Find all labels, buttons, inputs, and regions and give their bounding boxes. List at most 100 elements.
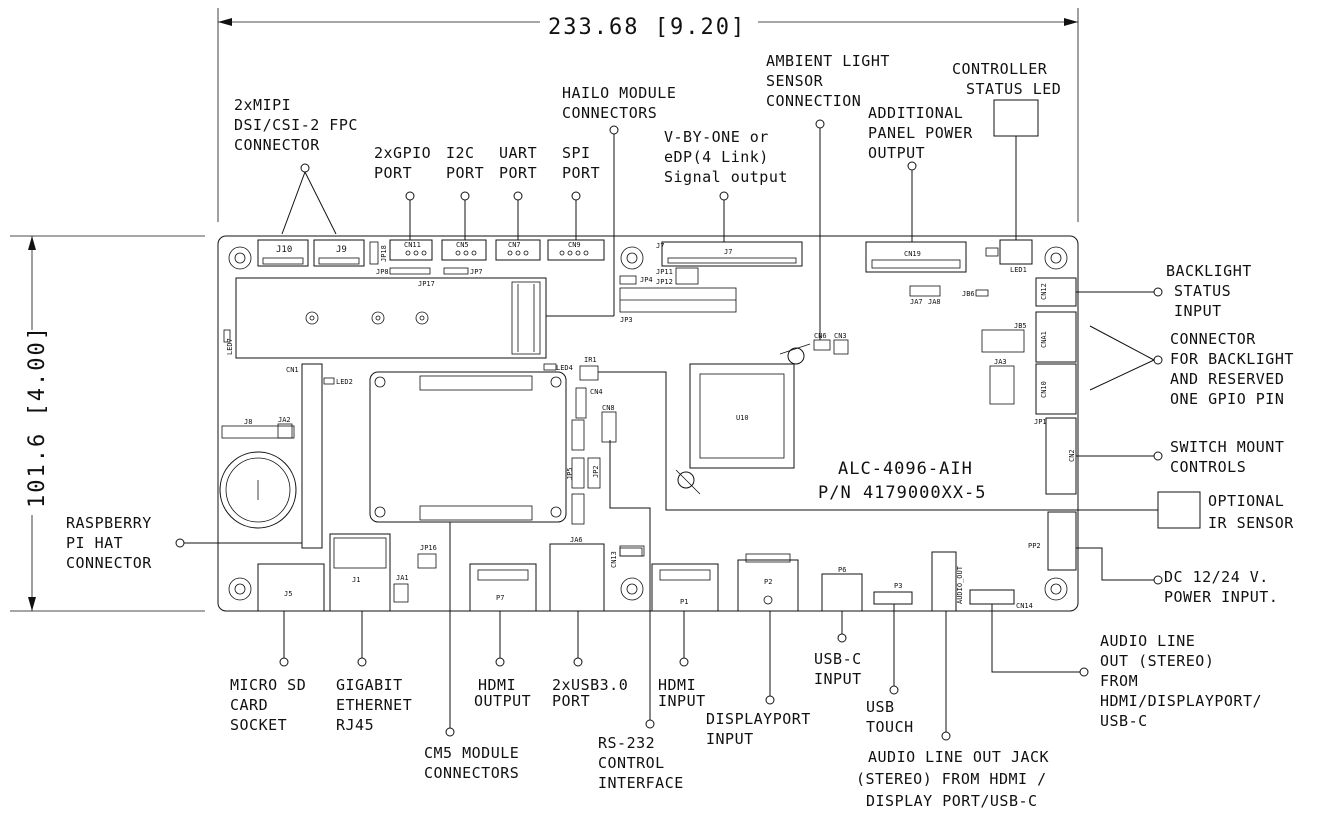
svg-text:DISPLAYPORT: DISPLAYPORT xyxy=(706,710,811,728)
svg-text:JP3: JP3 xyxy=(620,316,633,324)
svg-text:ADDITIONAL: ADDITIONAL xyxy=(868,104,963,122)
svg-text:P7: P7 xyxy=(496,594,504,602)
width-dimension-label: 233.68 [9.20] xyxy=(548,15,746,40)
svg-text:IR1: IR1 xyxy=(584,356,597,364)
misc-small-parts: LED4 IR1 CN4 CN8 JP5 JP2 CN13 JP16 xyxy=(417,356,645,569)
led1-status-led: LED1 xyxy=(985,239,1033,274)
callout-hailo: HAILO MODULE CONNECTORS xyxy=(562,84,676,122)
svg-text:ETHERNET: ETHERNET xyxy=(336,696,412,714)
callout-hdmi-out: HDMI OUTPUT xyxy=(474,676,531,710)
svg-text:J7: J7 xyxy=(724,248,732,256)
svg-text:JP11: JP11 xyxy=(656,268,673,276)
cn2-switch-connector: JP1 CN2 xyxy=(1034,417,1077,495)
svg-text:AUDIO_OUT: AUDIO_OUT xyxy=(956,565,964,604)
pp2-power-connector: PP2 xyxy=(1028,511,1077,571)
board-model: ALC-4096-AIH xyxy=(838,459,973,479)
svg-text:CM5 MODULE: CM5 MODULE xyxy=(424,744,519,762)
svg-text:INTERFACE: INTERFACE xyxy=(598,774,684,792)
svg-text:JP5: JP5 xyxy=(566,467,574,480)
svg-text:P3: P3 xyxy=(894,582,902,590)
width-dimension: 233.68 [9.20] xyxy=(217,8,1079,222)
svg-text:AUDIO LINE OUT JACK: AUDIO LINE OUT JACK xyxy=(868,748,1049,766)
svg-text:ONE GPIO PIN: ONE GPIO PIN xyxy=(1170,390,1284,408)
svg-text:LED4: LED4 xyxy=(556,364,573,372)
callout-audio-line-out: AUDIO LINE OUT (STEREO) FROM HDMI/DISPLA… xyxy=(1100,632,1262,730)
svg-text:CN11: CN11 xyxy=(404,241,421,249)
svg-text:JP4: JP4 xyxy=(640,276,653,284)
svg-text:DC 12/24 V.: DC 12/24 V. xyxy=(1164,568,1269,586)
svg-text:P6: P6 xyxy=(838,566,846,574)
callout-vbyone: V-BY-ONE or eDP(4 Link) Signal output xyxy=(664,128,787,186)
svg-text:HDMI/DISPLAYPORT/: HDMI/DISPLAYPORT/ xyxy=(1100,692,1262,710)
svg-text:2xMIPI: 2xMIPI xyxy=(234,96,291,114)
svg-text:V-BY-ONE or: V-BY-ONE or xyxy=(664,128,769,146)
svg-text:CONNECTORS: CONNECTORS xyxy=(562,104,657,122)
svg-text:JP7: JP7 xyxy=(470,268,483,276)
svg-text:HAILO MODULE: HAILO MODULE xyxy=(562,84,676,102)
height-dimension-label: 101.6 [4.00] xyxy=(25,325,50,508)
j7-connector: J7 J7 xyxy=(656,241,803,267)
svg-text:LED1: LED1 xyxy=(1010,266,1027,274)
cn10-connector: CN10 xyxy=(1035,363,1077,415)
j9-connector: J9 xyxy=(313,239,365,267)
svg-text:JP18: JP18 xyxy=(380,245,388,262)
callout-i2c: I2C PORT xyxy=(446,144,484,182)
svg-text:CN4: CN4 xyxy=(590,388,603,396)
svg-text:2xGPIO: 2xGPIO xyxy=(374,144,431,162)
svg-text:P2: P2 xyxy=(764,578,772,586)
svg-text:CONNECTOR: CONNECTOR xyxy=(1170,330,1256,348)
svg-text:CN7: CN7 xyxy=(508,241,521,249)
svg-text:CN13: CN13 xyxy=(610,551,618,568)
svg-text:J7: J7 xyxy=(656,242,664,250)
svg-text:I2C: I2C xyxy=(446,144,475,162)
svg-text:CN2: CN2 xyxy=(1068,449,1076,462)
svg-text:OUT (STEREO): OUT (STEREO) xyxy=(1100,652,1214,670)
svg-text:SWITCH MOUNT: SWITCH MOUNT xyxy=(1170,438,1284,456)
svg-text:J10: J10 xyxy=(276,245,292,255)
jb5-ja3-jumpers: JB5 JA3 xyxy=(981,322,1027,405)
svg-text:JP12: JP12 xyxy=(656,278,673,286)
svg-text:PANEL POWER: PANEL POWER xyxy=(868,124,973,142)
svg-text:STATUS: STATUS xyxy=(1174,282,1231,300)
svg-text:P1: P1 xyxy=(680,598,688,606)
cna1-connector: CNA1 xyxy=(1035,311,1077,363)
svg-text:JP17: JP17 xyxy=(418,280,435,288)
callout-cm5: CM5 MODULE CONNECTORS xyxy=(424,744,519,782)
svg-text:JA6: JA6 xyxy=(570,536,583,544)
svg-text:SPI: SPI xyxy=(562,144,591,162)
svg-text:CNA1: CNA1 xyxy=(1040,331,1048,348)
svg-text:(STEREO) FROM HDMI /: (STEREO) FROM HDMI / xyxy=(856,770,1047,788)
leader-lines xyxy=(175,99,1201,741)
svg-text:CONNECTORS: CONNECTORS xyxy=(424,764,519,782)
callout-rs232: RS-232 CONTROL INTERFACE xyxy=(598,734,684,792)
board-part-number: P/N 4179000XX-5 xyxy=(818,483,987,503)
svg-text:CONTROL: CONTROL xyxy=(598,754,665,772)
svg-text:CN3: CN3 xyxy=(834,332,847,340)
svg-text:LED2: LED2 xyxy=(336,378,353,386)
cn14-audio-out: CN14 xyxy=(969,589,1033,610)
callout-backlight-status: BACKLIGHT STATUS INPUT xyxy=(1166,262,1251,320)
svg-text:JP1: JP1 xyxy=(1034,418,1047,426)
svg-text:CN1: CN1 xyxy=(286,366,299,374)
svg-text:RASPBERRY: RASPBERRY xyxy=(66,514,152,532)
svg-text:U10: U10 xyxy=(736,414,749,422)
callout-mipi: 2xMIPI DSI/CSI-2 FPC CONNECTOR xyxy=(234,96,357,154)
svg-text:OUTPUT: OUTPUT xyxy=(868,144,925,162)
p3-usb-touch: P3 xyxy=(873,582,913,605)
svg-text:USB-C: USB-C xyxy=(1100,712,1148,730)
height-dimension: 101.6 [4.00] xyxy=(10,235,205,612)
cn1-rpi-header: CN1 LED2 xyxy=(286,363,353,549)
svg-text:USB-C: USB-C xyxy=(814,650,862,668)
svg-text:INPUT: INPUT xyxy=(706,730,754,748)
svg-text:DISPLAY PORT/USB-C: DISPLAY PORT/USB-C xyxy=(866,792,1038,810)
cn11-connector: CN11 xyxy=(389,239,433,261)
rtc-battery xyxy=(219,451,297,529)
svg-text:RJ45: RJ45 xyxy=(336,716,374,734)
svg-text:AUDIO LINE: AUDIO LINE xyxy=(1100,632,1195,650)
svg-text:JA1: JA1 xyxy=(396,574,409,582)
svg-text:CONNECTION: CONNECTION xyxy=(766,92,861,110)
svg-text:FOR BACKLIGHT: FOR BACKLIGHT xyxy=(1170,350,1294,368)
svg-text:CN5: CN5 xyxy=(456,241,469,249)
callout-switch: SWITCH MOUNT CONTROLS xyxy=(1170,438,1284,476)
svg-text:PORT: PORT xyxy=(499,164,537,182)
